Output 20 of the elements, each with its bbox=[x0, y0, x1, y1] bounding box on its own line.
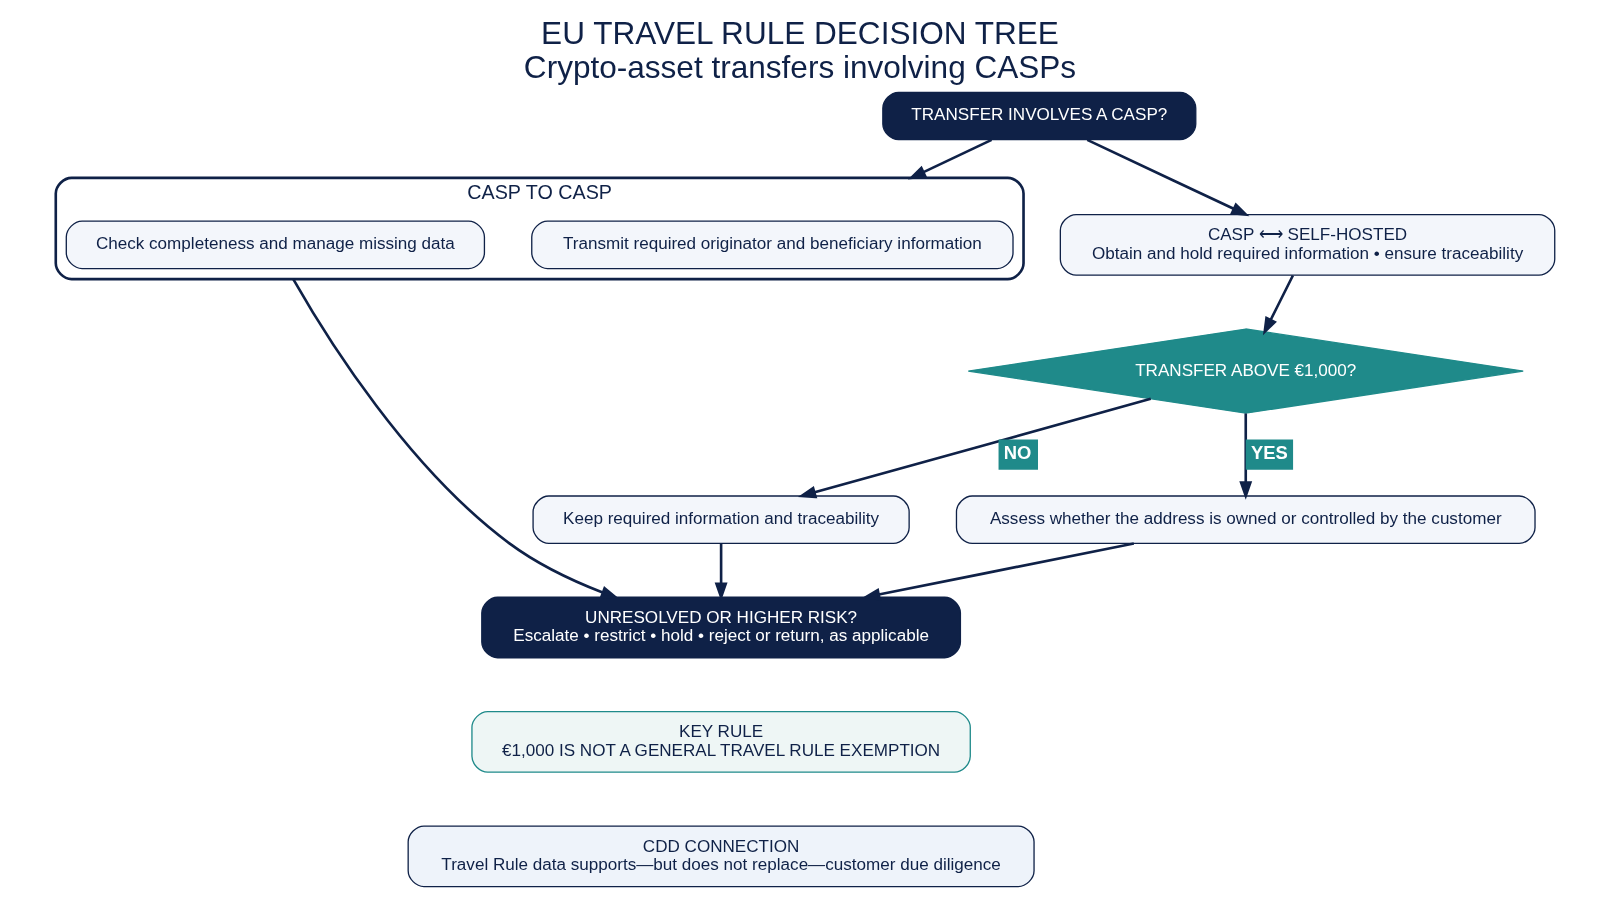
edge-label: YES bbox=[1251, 441, 1288, 463]
arrow bbox=[1086, 138, 1250, 217]
node-box: Transmit required originator and beneficiary information bbox=[531, 220, 1014, 270]
node-box: TRANSFER INVOLVES A CASP? bbox=[882, 91, 1197, 141]
arrow bbox=[1239, 413, 1253, 500]
arrow bbox=[797, 397, 1152, 499]
node-box: CASP ⟷ SELF-HOSTED Obtain and hold required information • ensure traceability bbox=[1059, 214, 1556, 276]
node-box: Keep required information and traceability bbox=[532, 495, 910, 544]
node-box: UNRESOLVED OR HIGHER RISK? Escalate • restrict • hold • reject or return, as applicable bbox=[481, 596, 962, 659]
edge-label: NO bbox=[1003, 441, 1032, 463]
arrow bbox=[907, 138, 993, 180]
node-box: CDD CONNECTION Travel Rule data supports—but does not replace—customer due diligence bbox=[407, 825, 1035, 888]
arrow bbox=[292, 278, 620, 599]
arrow bbox=[1262, 274, 1295, 336]
diagram-title: EU TRAVEL RULE DECISION TREE bbox=[541, 14, 1059, 51]
node-diamond: TRANSFER ABOVE €1,000? bbox=[967, 328, 1524, 414]
node-box: Assess whether the address is owned or controlled by the customer bbox=[955, 495, 1536, 544]
node-box: Check completeness and manage missing data bbox=[65, 220, 486, 270]
caption: Crypto-asset transfers involving CASPs bbox=[523, 49, 1077, 86]
node-box: KEY RULE €1,000 IS NOT A GENERAL TRAVEL RULE EXEMPTION bbox=[471, 711, 971, 773]
